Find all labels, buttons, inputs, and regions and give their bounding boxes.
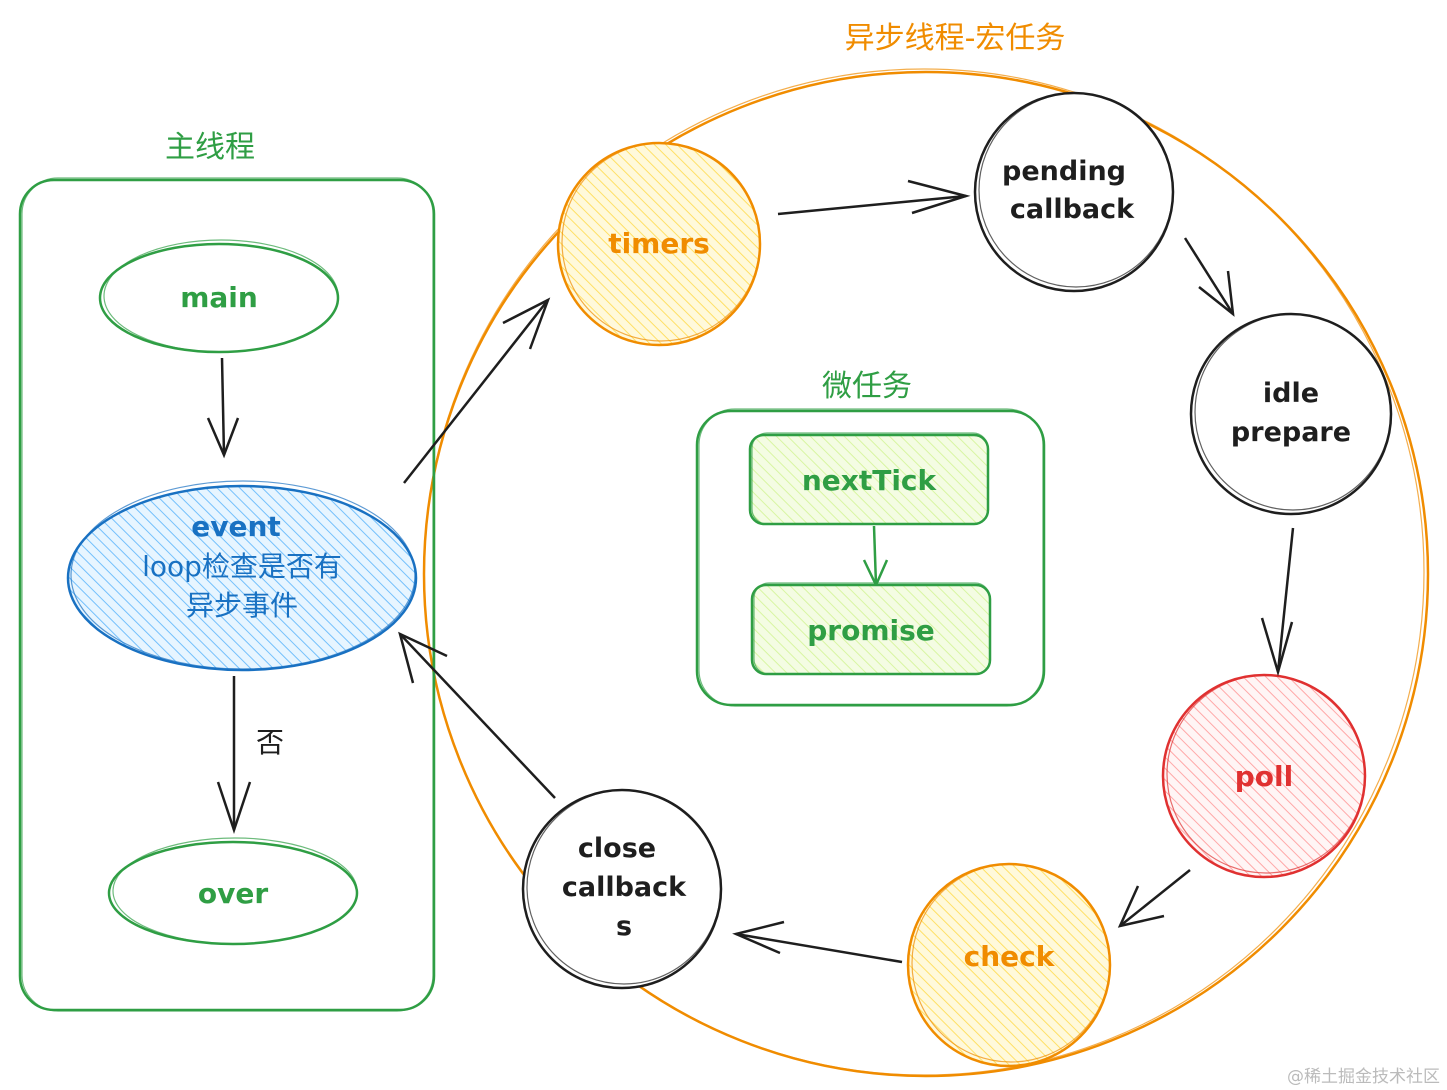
arrow-timers-to-pending xyxy=(777,179,971,216)
micro-task-box xyxy=(695,408,1046,707)
main-thread-title: 主线程 xyxy=(165,130,255,165)
check-label: check xyxy=(964,940,1056,973)
pending-label-1: pending xyxy=(1002,156,1126,187)
poll-node: poll xyxy=(1161,673,1367,879)
timers-label: timers xyxy=(608,227,710,260)
idle-prepare-node: idle prepare xyxy=(1189,312,1393,516)
main-node: main xyxy=(98,239,340,354)
pending-callback-node: pending callback xyxy=(973,91,1175,293)
over-label: over xyxy=(198,877,268,910)
close-label-3: s xyxy=(616,911,632,942)
arrow-nexttick-to-promise xyxy=(862,525,889,588)
arrow-poll-to-check xyxy=(1117,869,1191,928)
promise-label: promise xyxy=(807,614,935,647)
pending-label-2: callback xyxy=(1010,194,1135,225)
close-callbacks-node: close callback s xyxy=(521,788,723,990)
arrow-check-to-close xyxy=(732,920,903,964)
main-label: main xyxy=(180,281,258,314)
nexttick-label: nextTick xyxy=(802,464,938,497)
micro-task-title: 微任务 xyxy=(822,369,912,404)
close-label-2: callback xyxy=(562,872,687,903)
timers-node: timers xyxy=(556,141,762,347)
event-loop-node: event loop检查是否有 异步事件 xyxy=(66,480,418,672)
no-label: 否 xyxy=(256,726,284,759)
watermark: @稀土掘金技术社区 xyxy=(1287,1067,1440,1087)
arrow-main-to-eventloop xyxy=(206,357,240,459)
event-loop-label-2: loop检查是否有 xyxy=(142,550,342,583)
arrow-close-to-eventloop xyxy=(398,631,556,799)
event-loop-label-1: event xyxy=(191,510,281,543)
nexttick-node: nextTick xyxy=(748,432,990,526)
promise-node: promise xyxy=(750,582,992,676)
arrow-eventloop-to-over xyxy=(216,676,252,834)
idle-label-1: idle xyxy=(1263,378,1319,409)
poll-label: poll xyxy=(1235,760,1293,793)
check-node: check xyxy=(906,862,1112,1068)
arrow-idle-to-poll xyxy=(1260,527,1295,677)
idle-label-2: prepare xyxy=(1231,417,1351,448)
macro-task-title: 异步线程-宏任务 xyxy=(845,21,1066,56)
close-label-1: close xyxy=(578,833,656,864)
macro-task-region xyxy=(422,68,1430,1078)
arrow-pending-to-idle xyxy=(1183,237,1235,317)
event-loop-label-3: 异步事件 xyxy=(186,589,298,622)
main-thread-box xyxy=(18,177,436,1012)
over-node: over xyxy=(107,837,359,946)
arrow-eventloop-to-timers xyxy=(403,297,551,484)
